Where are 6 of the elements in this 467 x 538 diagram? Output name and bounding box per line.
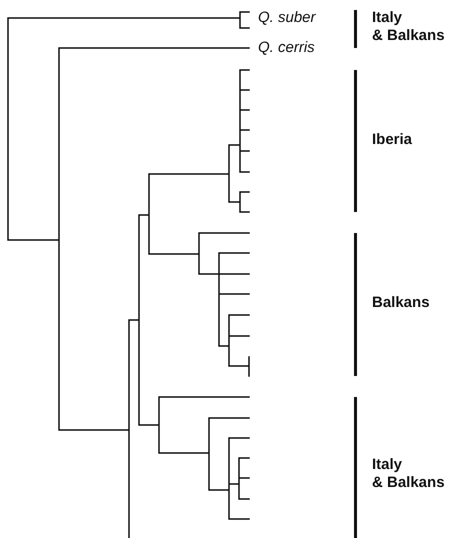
- region-label: Balkans: [372, 294, 430, 312]
- region-label: Iberia: [372, 131, 412, 149]
- region-label: Italy & Balkans: [372, 9, 445, 45]
- species-label: Q. suber: [258, 9, 316, 27]
- species-label: Q. cerris: [258, 39, 315, 57]
- region-label: Italy & Balkans: [372, 456, 445, 492]
